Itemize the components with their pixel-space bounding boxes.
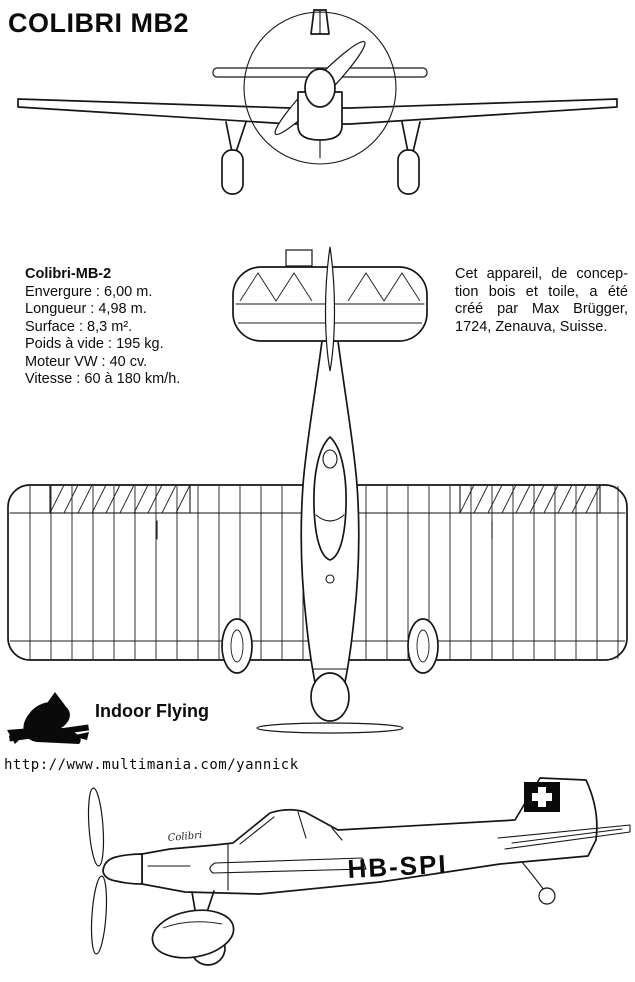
description-block: Cet appareil, de concep- tion bois et to… [455,266,628,336]
spinner [102,853,143,885]
engine-cowling [297,91,343,141]
swiss-flag-icon [524,782,560,812]
spinner [310,672,350,722]
spec-line: Longueur : 4,98 m. [25,301,147,317]
spec-block: Colibri-MB-2 Envergure : 6,00 m. Longueu… [25,266,180,389]
spec-line: Vitesse : 60 à 180 km/h. [25,371,181,387]
spec-heading: Colibri-MB-2 [25,266,112,282]
spec-line: Poids à vide : 195 kg. [25,336,164,352]
front-view-drawing [17,9,618,195]
registration-text: HB-SPI [347,849,449,884]
left-landing-gear [221,121,247,195]
description-line: créé par Max Brügger, [455,301,628,317]
description-line: Cet appareil, de concep- [455,266,628,282]
nose-label: Colibri [167,830,202,844]
fin-tip [310,9,330,35]
indoor-flying-label: Indoor Flying [95,701,209,721]
description-line: 1724, Zenauva, Suisse. [455,318,608,335]
spec-line: Moteur VW : 40 cv. [25,353,148,370]
tail-wheel [521,861,556,905]
spec-line: Surface : 8,3 m². [25,318,133,335]
main-wheels [221,618,439,674]
top-view-drawing [7,246,628,734]
propeller [256,722,404,734]
canopy [313,436,347,561]
ailerons [49,484,601,514]
spec-line: Envergure : 6,00 m. [25,283,153,300]
tailplane [497,824,631,850]
right-landing-gear [397,121,421,195]
side-view-drawing: HB-SPI Colibri [87,777,631,966]
fuselage [141,777,598,895]
description-line: tion bois et toile, a été [455,283,628,300]
main-gear [151,890,235,966]
spinner [304,68,336,108]
witch-logo-icon [7,692,90,744]
propeller-disc [243,11,397,165]
elevator-tab [285,249,313,267]
wing-root [209,857,367,874]
fin [324,246,336,372]
canopy [239,811,343,845]
propeller [87,787,108,955]
website-url: http://www.multimania.com/yannick [4,757,299,773]
page-title: COLIBRI MB2 [8,8,189,38]
